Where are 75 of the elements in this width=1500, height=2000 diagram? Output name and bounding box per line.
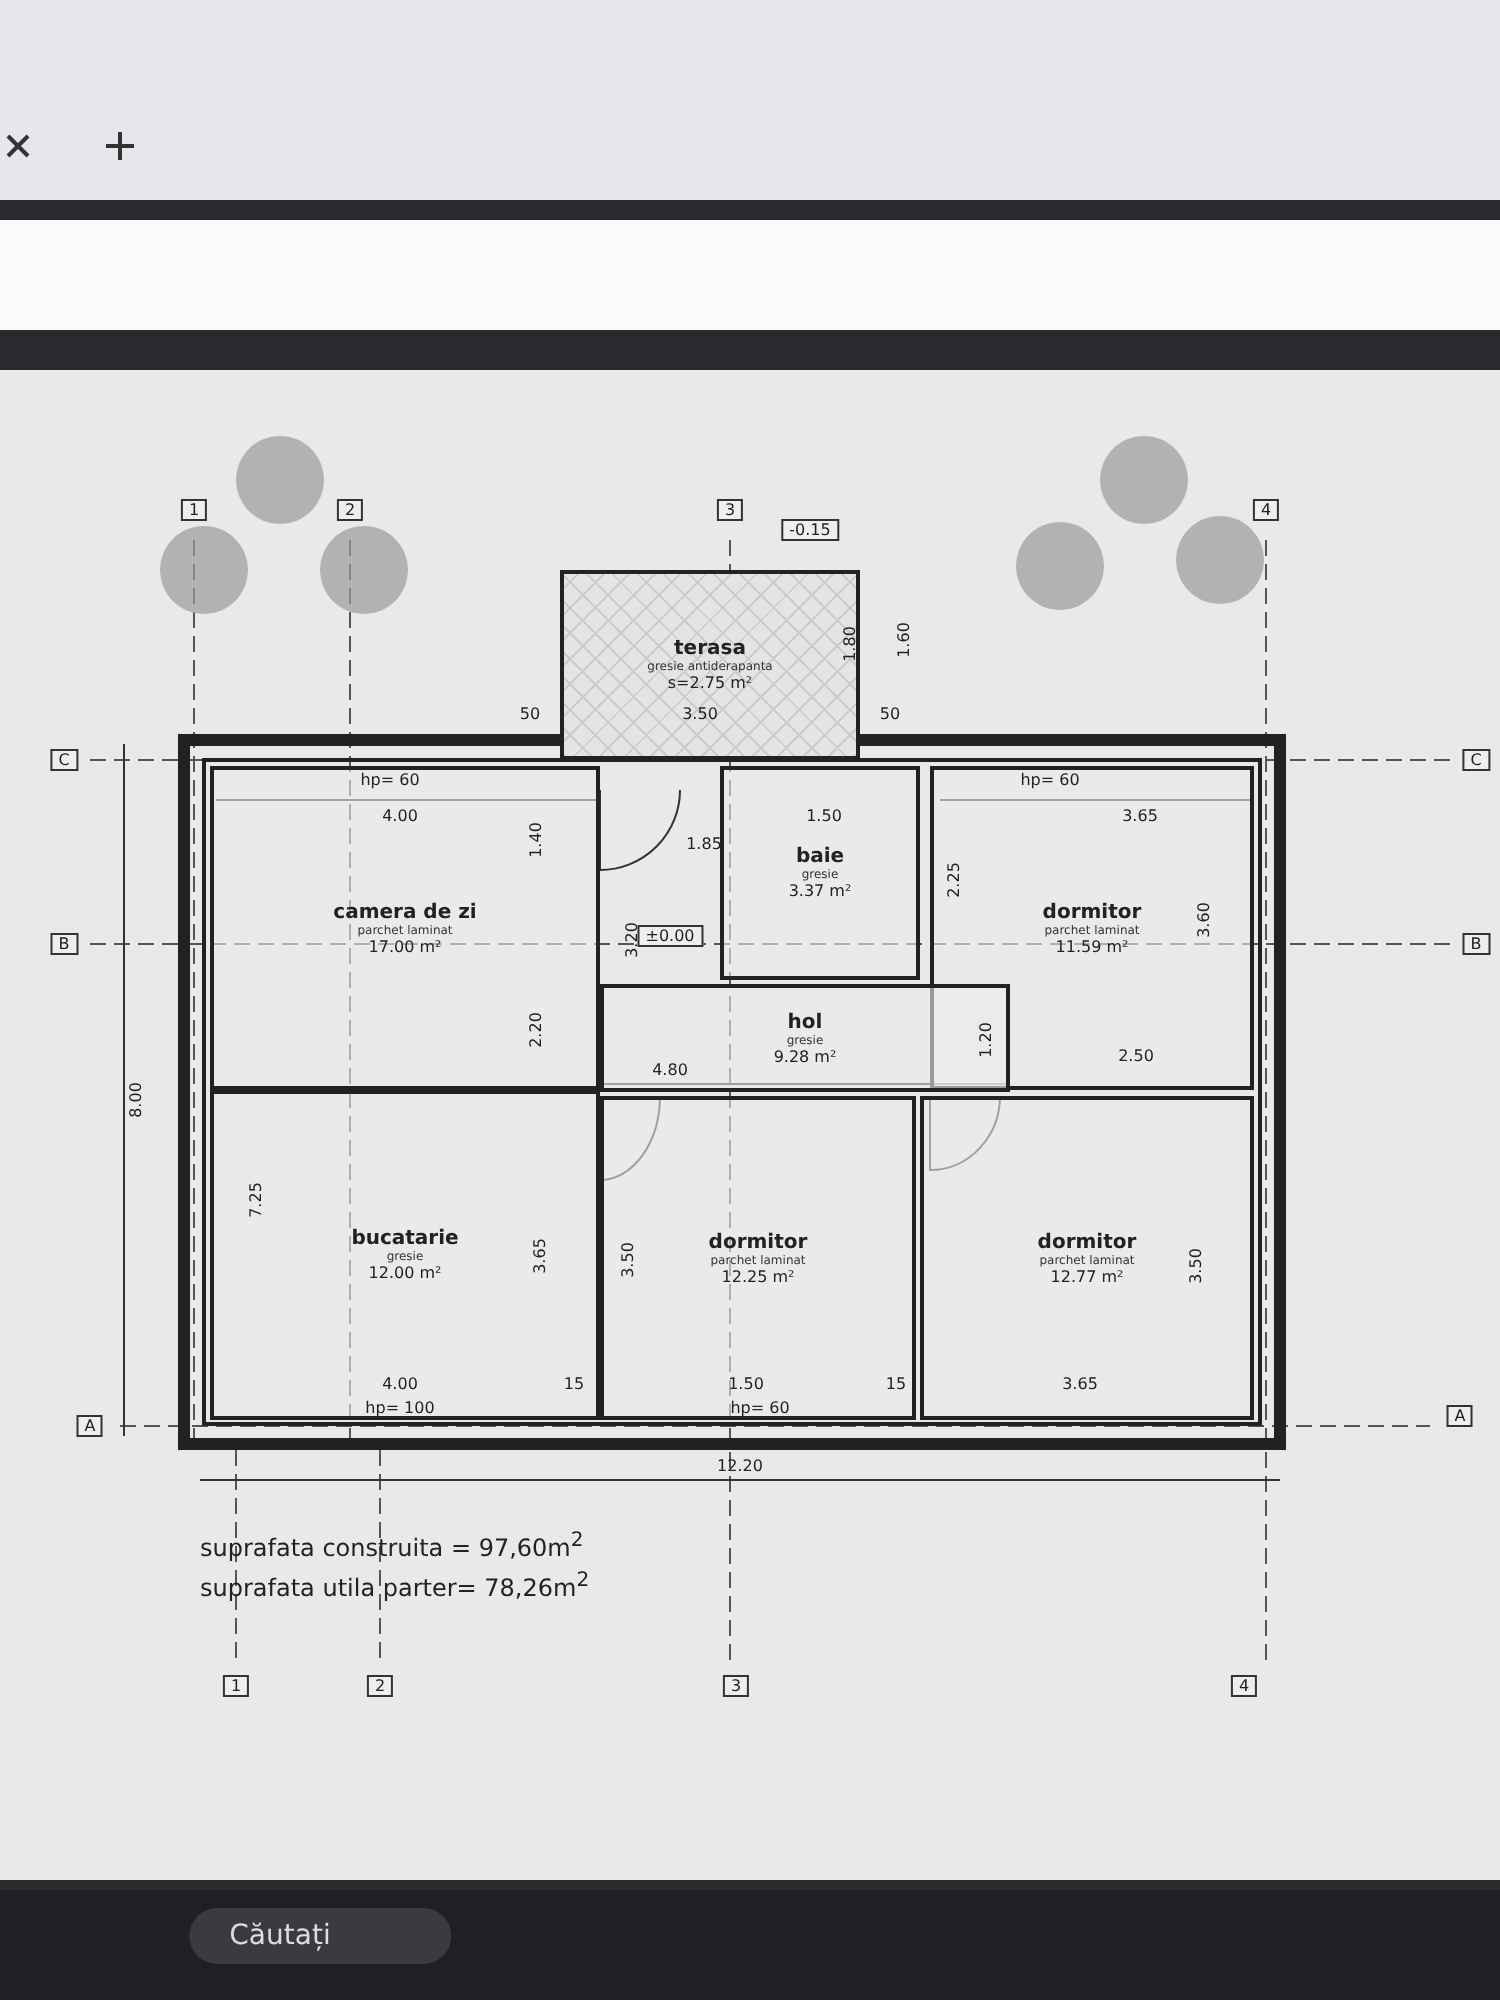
dimension-text: 3.50 bbox=[619, 1242, 637, 1278]
room-outline bbox=[720, 766, 920, 980]
dimension-text: 1.50 bbox=[728, 1375, 764, 1393]
room-area-text: s=2.75 m² bbox=[667, 674, 753, 692]
grid-axis-tag: 2 bbox=[366, 1675, 394, 1697]
room-outline bbox=[600, 1096, 916, 1420]
grid-axis-tag: C bbox=[1462, 749, 1490, 771]
grid-axis-tag: 1 bbox=[222, 1675, 250, 1697]
dimension-text: 2.20 bbox=[527, 1012, 545, 1048]
room-name: dormitor bbox=[1042, 901, 1142, 923]
room-area-text: 9.28 m² bbox=[773, 1047, 837, 1065]
grid-axis-tag: B bbox=[50, 933, 78, 955]
room-outline bbox=[210, 1090, 600, 1420]
room-outline bbox=[920, 1096, 1254, 1420]
room-name: dormitor bbox=[708, 1231, 808, 1253]
dimension-text: 1.80 bbox=[841, 626, 859, 662]
grid-axis-tag: C bbox=[50, 749, 78, 771]
grid-axis-tag: 4 bbox=[1230, 1675, 1258, 1697]
dimension-text: 3.60 bbox=[1195, 902, 1213, 938]
grid-axis-tag: 1 bbox=[180, 499, 208, 521]
dimension-text: 3.50 bbox=[1187, 1248, 1205, 1284]
grid-axis-tag: 3 bbox=[716, 499, 744, 521]
dimension-text: 8.00 bbox=[127, 1082, 145, 1118]
dimension-text: 3.65 bbox=[531, 1238, 549, 1274]
grid-axis-tag: A bbox=[1446, 1405, 1474, 1427]
room-name: bucatarie bbox=[351, 1228, 459, 1250]
dimension-text: 12.20 bbox=[717, 1457, 763, 1475]
grid-axis-tag: -0.15 bbox=[781, 519, 839, 541]
dimension-text: hp= 100 bbox=[365, 1399, 435, 1417]
dimension-text: 4.00 bbox=[382, 1375, 418, 1393]
grid-axis-tag: B bbox=[1462, 933, 1490, 955]
dimension-text: 1.85 bbox=[686, 835, 722, 853]
grid-axis-tag: 4 bbox=[1252, 499, 1280, 521]
dimension-text: 3.65 bbox=[1062, 1375, 1098, 1393]
room-area-text: 12.77 m² bbox=[1050, 1267, 1124, 1285]
dimension-text: 3.65 bbox=[1122, 807, 1158, 825]
room-name: terasa bbox=[674, 638, 746, 660]
room-name: hol bbox=[787, 1011, 823, 1033]
room-area-text: 12.25 m² bbox=[721, 1267, 795, 1285]
room-outline bbox=[600, 984, 1010, 1092]
room-outline bbox=[930, 766, 1254, 1090]
grid-axis-tag: ±0.00 bbox=[637, 925, 703, 947]
dimension-text: 1.60 bbox=[895, 622, 913, 658]
room-name: baie bbox=[795, 846, 845, 868]
dimension-text: 7.25 bbox=[247, 1182, 265, 1218]
dimension-text: 50 bbox=[879, 705, 901, 723]
area-note: suprafata construita = 97,60m$^{2}$ bbox=[200, 1530, 584, 1562]
search-field: Căutați bbox=[189, 1908, 451, 1964]
room-area-text: 12.00 m² bbox=[368, 1264, 442, 1282]
dimension-text: 3.20 bbox=[623, 922, 641, 958]
room-area-text: 17.00 m² bbox=[368, 937, 442, 955]
dimension-text: 4.00 bbox=[382, 807, 418, 825]
dimension-text: 15 bbox=[885, 1375, 907, 1393]
dimension-text: 1.50 bbox=[806, 807, 842, 825]
room-outline bbox=[210, 766, 600, 1090]
room-area-text: 11.59 m² bbox=[1055, 937, 1129, 955]
grid-axis-tag: 2 bbox=[336, 499, 364, 521]
dimension-text: 1.40 bbox=[527, 822, 545, 858]
grid-axis-tag: 3 bbox=[722, 1675, 750, 1697]
dimension-text: hp= 60 bbox=[1020, 771, 1080, 789]
dimension-text: 2.25 bbox=[945, 862, 963, 898]
dimension-text: 4.80 bbox=[652, 1061, 688, 1079]
dimension-text: 3.50 bbox=[682, 705, 718, 723]
grid-axis-tag: A bbox=[76, 1415, 104, 1437]
room-name: camera de zi bbox=[333, 901, 477, 923]
area-note: suprafata utila parter= 78,26m$^{2}$ bbox=[200, 1570, 590, 1602]
dimension-text: 15 bbox=[563, 1375, 585, 1393]
room-name: dormitor bbox=[1037, 1231, 1137, 1253]
room-area-text: 3.37 m² bbox=[788, 882, 852, 900]
dimension-text: hp= 60 bbox=[360, 771, 420, 789]
terrace-area bbox=[560, 570, 860, 760]
dimension-text: 2.50 bbox=[1118, 1047, 1154, 1065]
dimension-text: hp= 60 bbox=[730, 1399, 790, 1417]
dimension-text: 1.20 bbox=[977, 1022, 995, 1058]
dimension-text: 50 bbox=[519, 705, 541, 723]
